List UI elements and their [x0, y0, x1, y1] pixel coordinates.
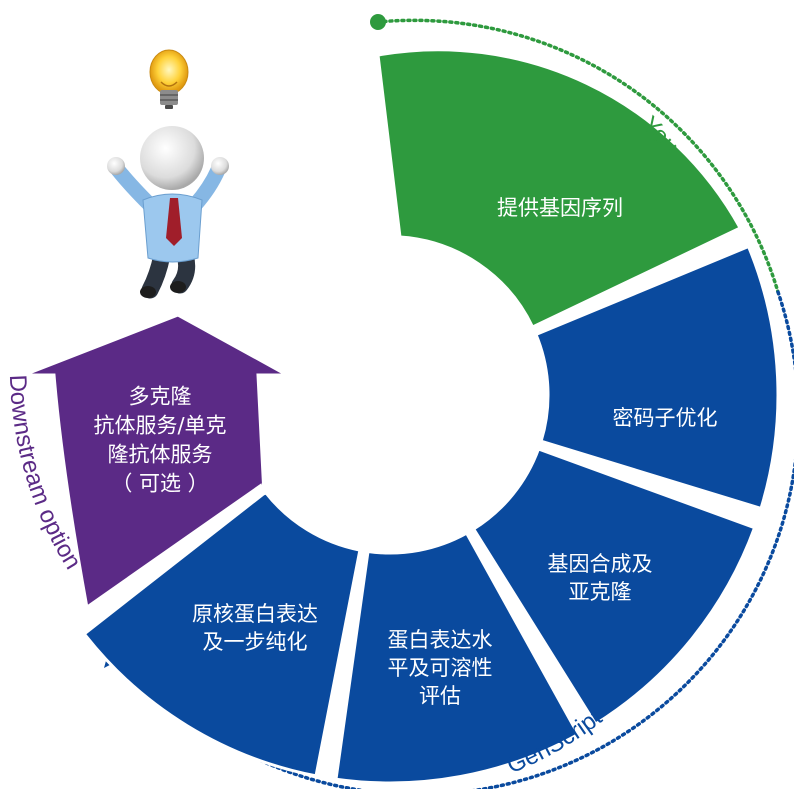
segment-antibody [23, 313, 288, 610]
segment-gene-synthesis [471, 447, 757, 727]
segment-expression-eval [334, 531, 581, 785]
segment-label-antibody: （ 可选 ） [111, 472, 208, 496]
segment-codon-opt [534, 244, 780, 511]
segment-label-antibody: 隆抗体服务 [108, 443, 213, 467]
segment-label-expression-eval: 平及可溶性 [388, 656, 493, 680]
segment-label-codon-opt: 密码子优化 [613, 406, 718, 430]
genscript-dotted-arc [118, 290, 794, 789]
segment-label-prokaryotic-expr: 原核蛋白表达 [192, 602, 318, 626]
lightbulb-icon [149, 49, 189, 109]
segment-label-expression-eval: 蛋白表达水 [388, 628, 493, 652]
segment-label-prokaryotic-expr: 及一步纯化 [203, 630, 308, 654]
segment-label-gene-synthesis: 基因合成及 [548, 552, 653, 576]
person-jumping-icon [107, 126, 229, 299]
segment-label-antibody: 抗体服务/单克 [93, 414, 226, 438]
you-dotted-arc [376, 18, 780, 294]
segment-label-provide-gene: 提供基因序列 [497, 196, 623, 220]
segment-label-expression-eval: 评估 [419, 684, 461, 708]
segment-provide-gene [376, 48, 743, 330]
you-start-dot [370, 14, 386, 30]
segment-label-antibody: 多克隆 [129, 385, 192, 409]
segment-label-gene-synthesis: 亚克隆 [569, 580, 632, 604]
segment-prokaryotic-expr [82, 490, 362, 778]
